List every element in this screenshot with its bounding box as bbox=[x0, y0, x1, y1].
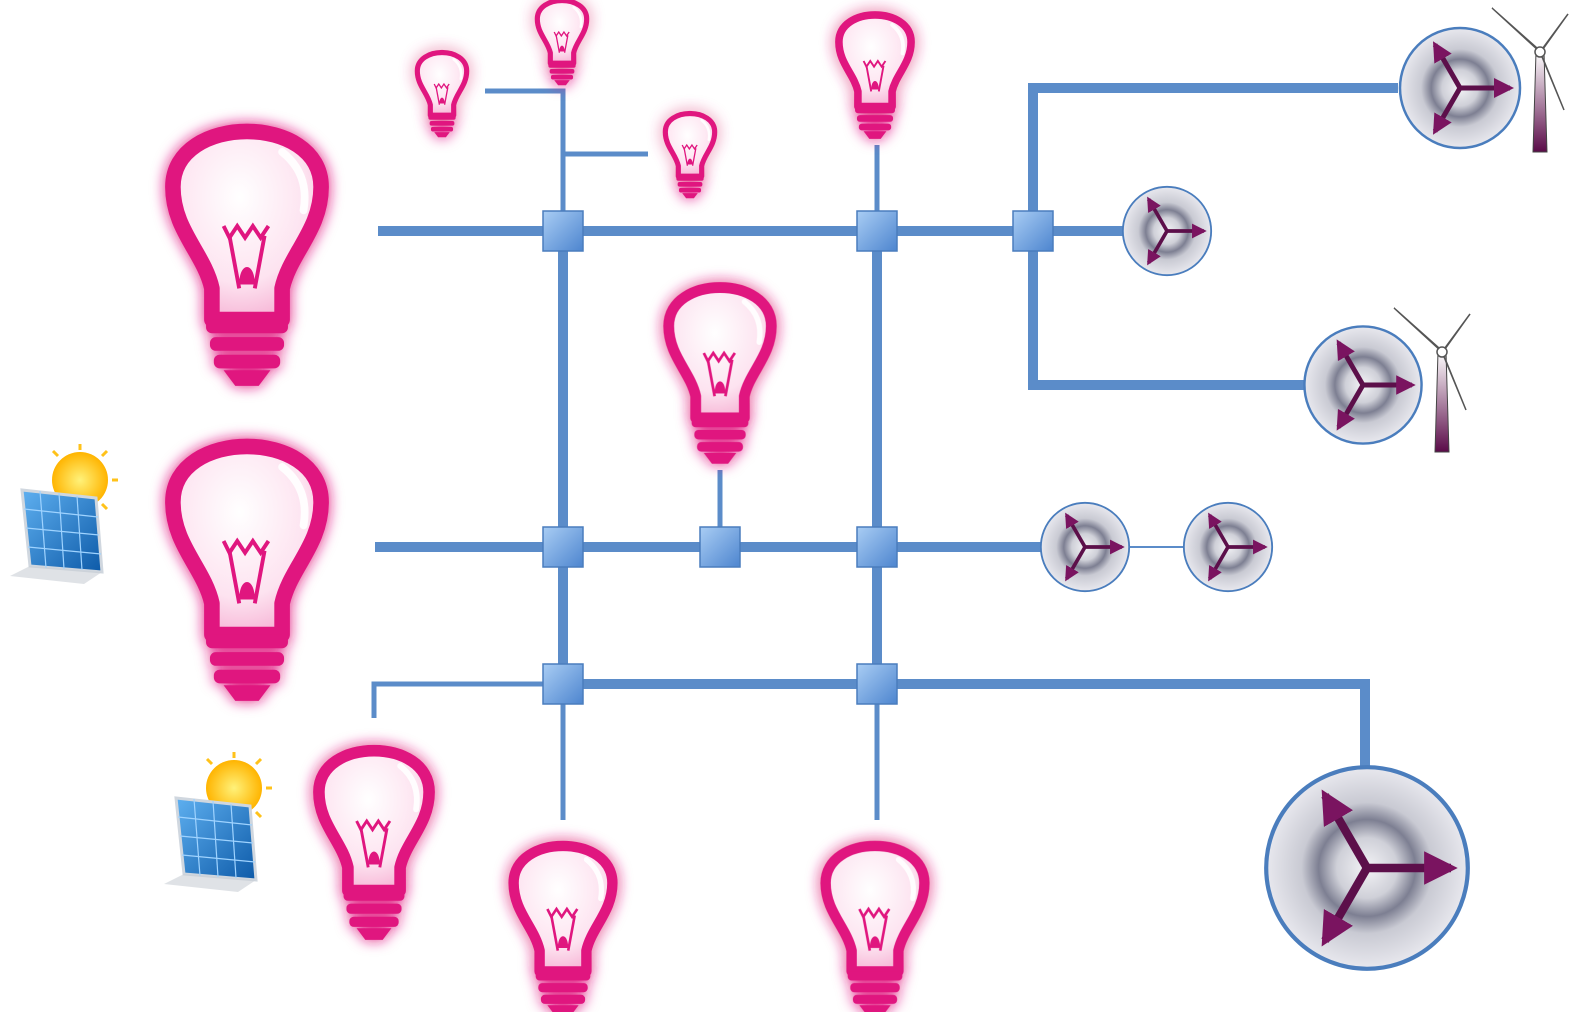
light-bulb-icon bbox=[319, 751, 429, 940]
light-bulb-icon bbox=[173, 131, 321, 385]
bus-node bbox=[1012, 210, 1054, 252]
light-bulb-icon bbox=[669, 288, 772, 464]
bus-node bbox=[856, 526, 898, 568]
light-bulb-icon bbox=[839, 15, 911, 139]
three-phase-generator-icon bbox=[1184, 503, 1272, 591]
light-bulb-icon bbox=[537, 0, 586, 85]
bus-node bbox=[856, 210, 898, 252]
light-bulb-icon bbox=[173, 446, 321, 700]
grid-lines bbox=[371, 83, 1398, 820]
three-phase-generator-icon bbox=[1266, 767, 1468, 969]
three-phase-generator-icon bbox=[1123, 187, 1211, 275]
feeder-small-bulbs bbox=[485, 88, 566, 231]
bus-node bbox=[699, 526, 741, 568]
bus-node bbox=[542, 526, 584, 568]
solar-panel-icon bbox=[162, 750, 274, 894]
light-bulb-icon bbox=[826, 846, 925, 1012]
bus-node bbox=[542, 210, 584, 252]
three-phase-generator-icon bbox=[1041, 503, 1129, 591]
solar-panel-icon bbox=[8, 442, 120, 586]
generators bbox=[1041, 28, 1520, 969]
bus-node bbox=[542, 663, 584, 705]
bus-node bbox=[856, 663, 898, 705]
light-bulb-icon bbox=[514, 846, 613, 1012]
three-phase-generator-icon bbox=[1304, 326, 1421, 443]
light-bulb-icon bbox=[665, 113, 714, 198]
bus-nodes bbox=[542, 210, 1054, 705]
light-bulb-icon bbox=[417, 52, 466, 137]
light-bulbs bbox=[173, 0, 925, 1012]
three-phase-generator-icon bbox=[1400, 28, 1520, 148]
feeder-bottom-left-bulb bbox=[371, 681, 563, 718]
